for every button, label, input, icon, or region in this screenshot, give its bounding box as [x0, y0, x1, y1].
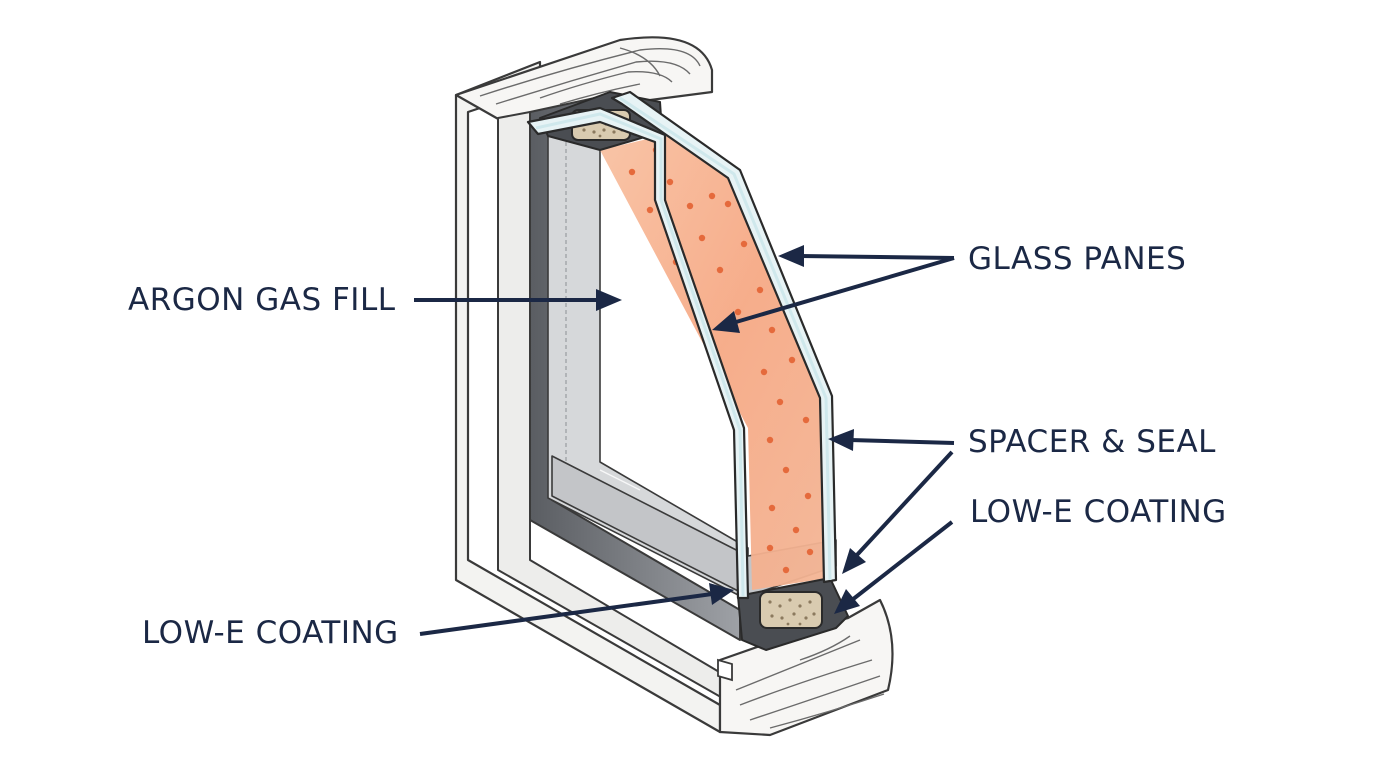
- arrow-lowe-left: [419, 583, 734, 636]
- label-argon-gas-fill: ARGON GAS FILL: [128, 282, 396, 318]
- arrow-spacer-outer: [828, 429, 955, 451]
- arrow-glass-inner: [712, 256, 955, 333]
- outer-glass-pane: [610, 90, 838, 584]
- wood-grain-top: [479, 47, 701, 105]
- sill-notch: [717, 658, 733, 682]
- bottom-spacer-seal: [737, 577, 849, 651]
- label-low-e-coating-left: LOW-E COATING: [142, 615, 399, 651]
- arrow-argon: [414, 289, 622, 311]
- spacer-desiccant-icon: [759, 591, 823, 629]
- label-glass-panes: GLASS PANES: [968, 241, 1187, 277]
- label-spacer-seal: SPACER & SEAL: [968, 424, 1216, 460]
- label-low-e-coating-right: LOW-E COATING: [970, 494, 1227, 530]
- frame-bottom-wood: [718, 598, 894, 737]
- arrow-spacer-seal: [842, 450, 954, 574]
- callout-arrows: [414, 245, 955, 636]
- wood-grain-bottom: [735, 635, 885, 729]
- arrow-lowe-right: [834, 520, 954, 614]
- glass-reflection-lines: [599, 439, 721, 491]
- arrow-glass-outer: [778, 245, 955, 267]
